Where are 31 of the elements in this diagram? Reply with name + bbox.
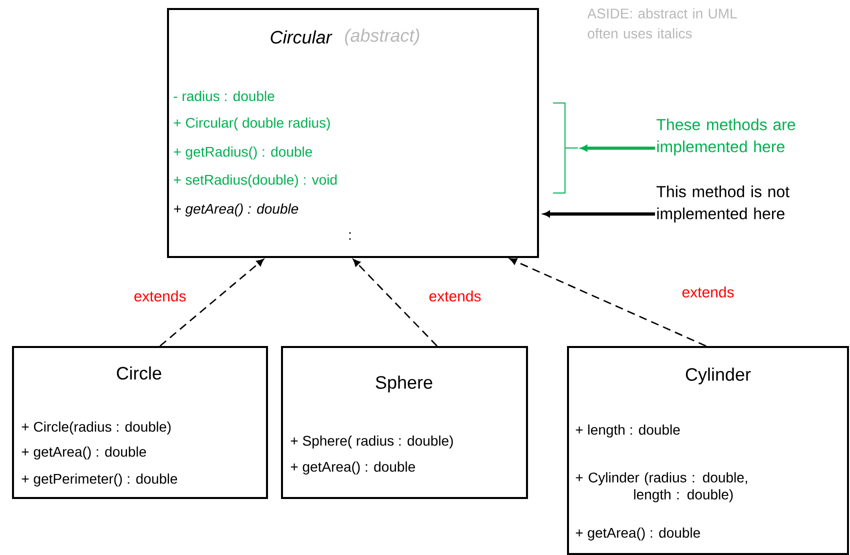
- member-text: - radius : double: [174, 90, 274, 102]
- member-text: + getArea() : double: [174, 203, 298, 217]
- member-text: :: [349, 232, 351, 240]
- member-text: + length : double: [576, 424, 680, 438]
- class-name: Circle: [116, 366, 162, 380]
- member-text: + getArea() : double: [576, 527, 700, 541]
- member-text: + setRadius(double) : void: [174, 174, 337, 188]
- note-text: These methods are implemented here: [656, 118, 796, 156]
- member-text: + getPerimeter() : double: [22, 473, 178, 487]
- class-name: Circular: [270, 30, 332, 44]
- arrow: [160, 258, 264, 347]
- class-name: Cylinder: [686, 368, 751, 384]
- arrow: [543, 210, 655, 218]
- arrow: [510, 258, 706, 347]
- member-text: + Circle(radius : double): [22, 421, 171, 435]
- member-text: + getArea() : double: [22, 446, 146, 460]
- member-text: + Cylinder (radius : double, length : double): [576, 472, 748, 502]
- note-text: ASIDE: abstract in UML often uses italics: [587, 8, 737, 38]
- arrow: [353, 259, 438, 346]
- member-text: + getArea() : double: [290, 461, 415, 475]
- edge-label: extends: [428, 290, 482, 302]
- bracket: [552, 102, 578, 194]
- member-text: + Circular( double radius): [174, 117, 330, 131]
- member-text: + Sphere( radius : double): [290, 435, 453, 449]
- stereotype-text: (abstract): [345, 28, 420, 46]
- note-text: This method is not implemented here: [656, 186, 790, 222]
- edge-label: extends: [132, 290, 188, 302]
- edge-label: extends: [680, 286, 736, 298]
- arrow: [580, 145, 655, 152]
- class-name: Sphere: [376, 376, 432, 392]
- member-text: + getRadius() : double: [174, 146, 312, 160]
